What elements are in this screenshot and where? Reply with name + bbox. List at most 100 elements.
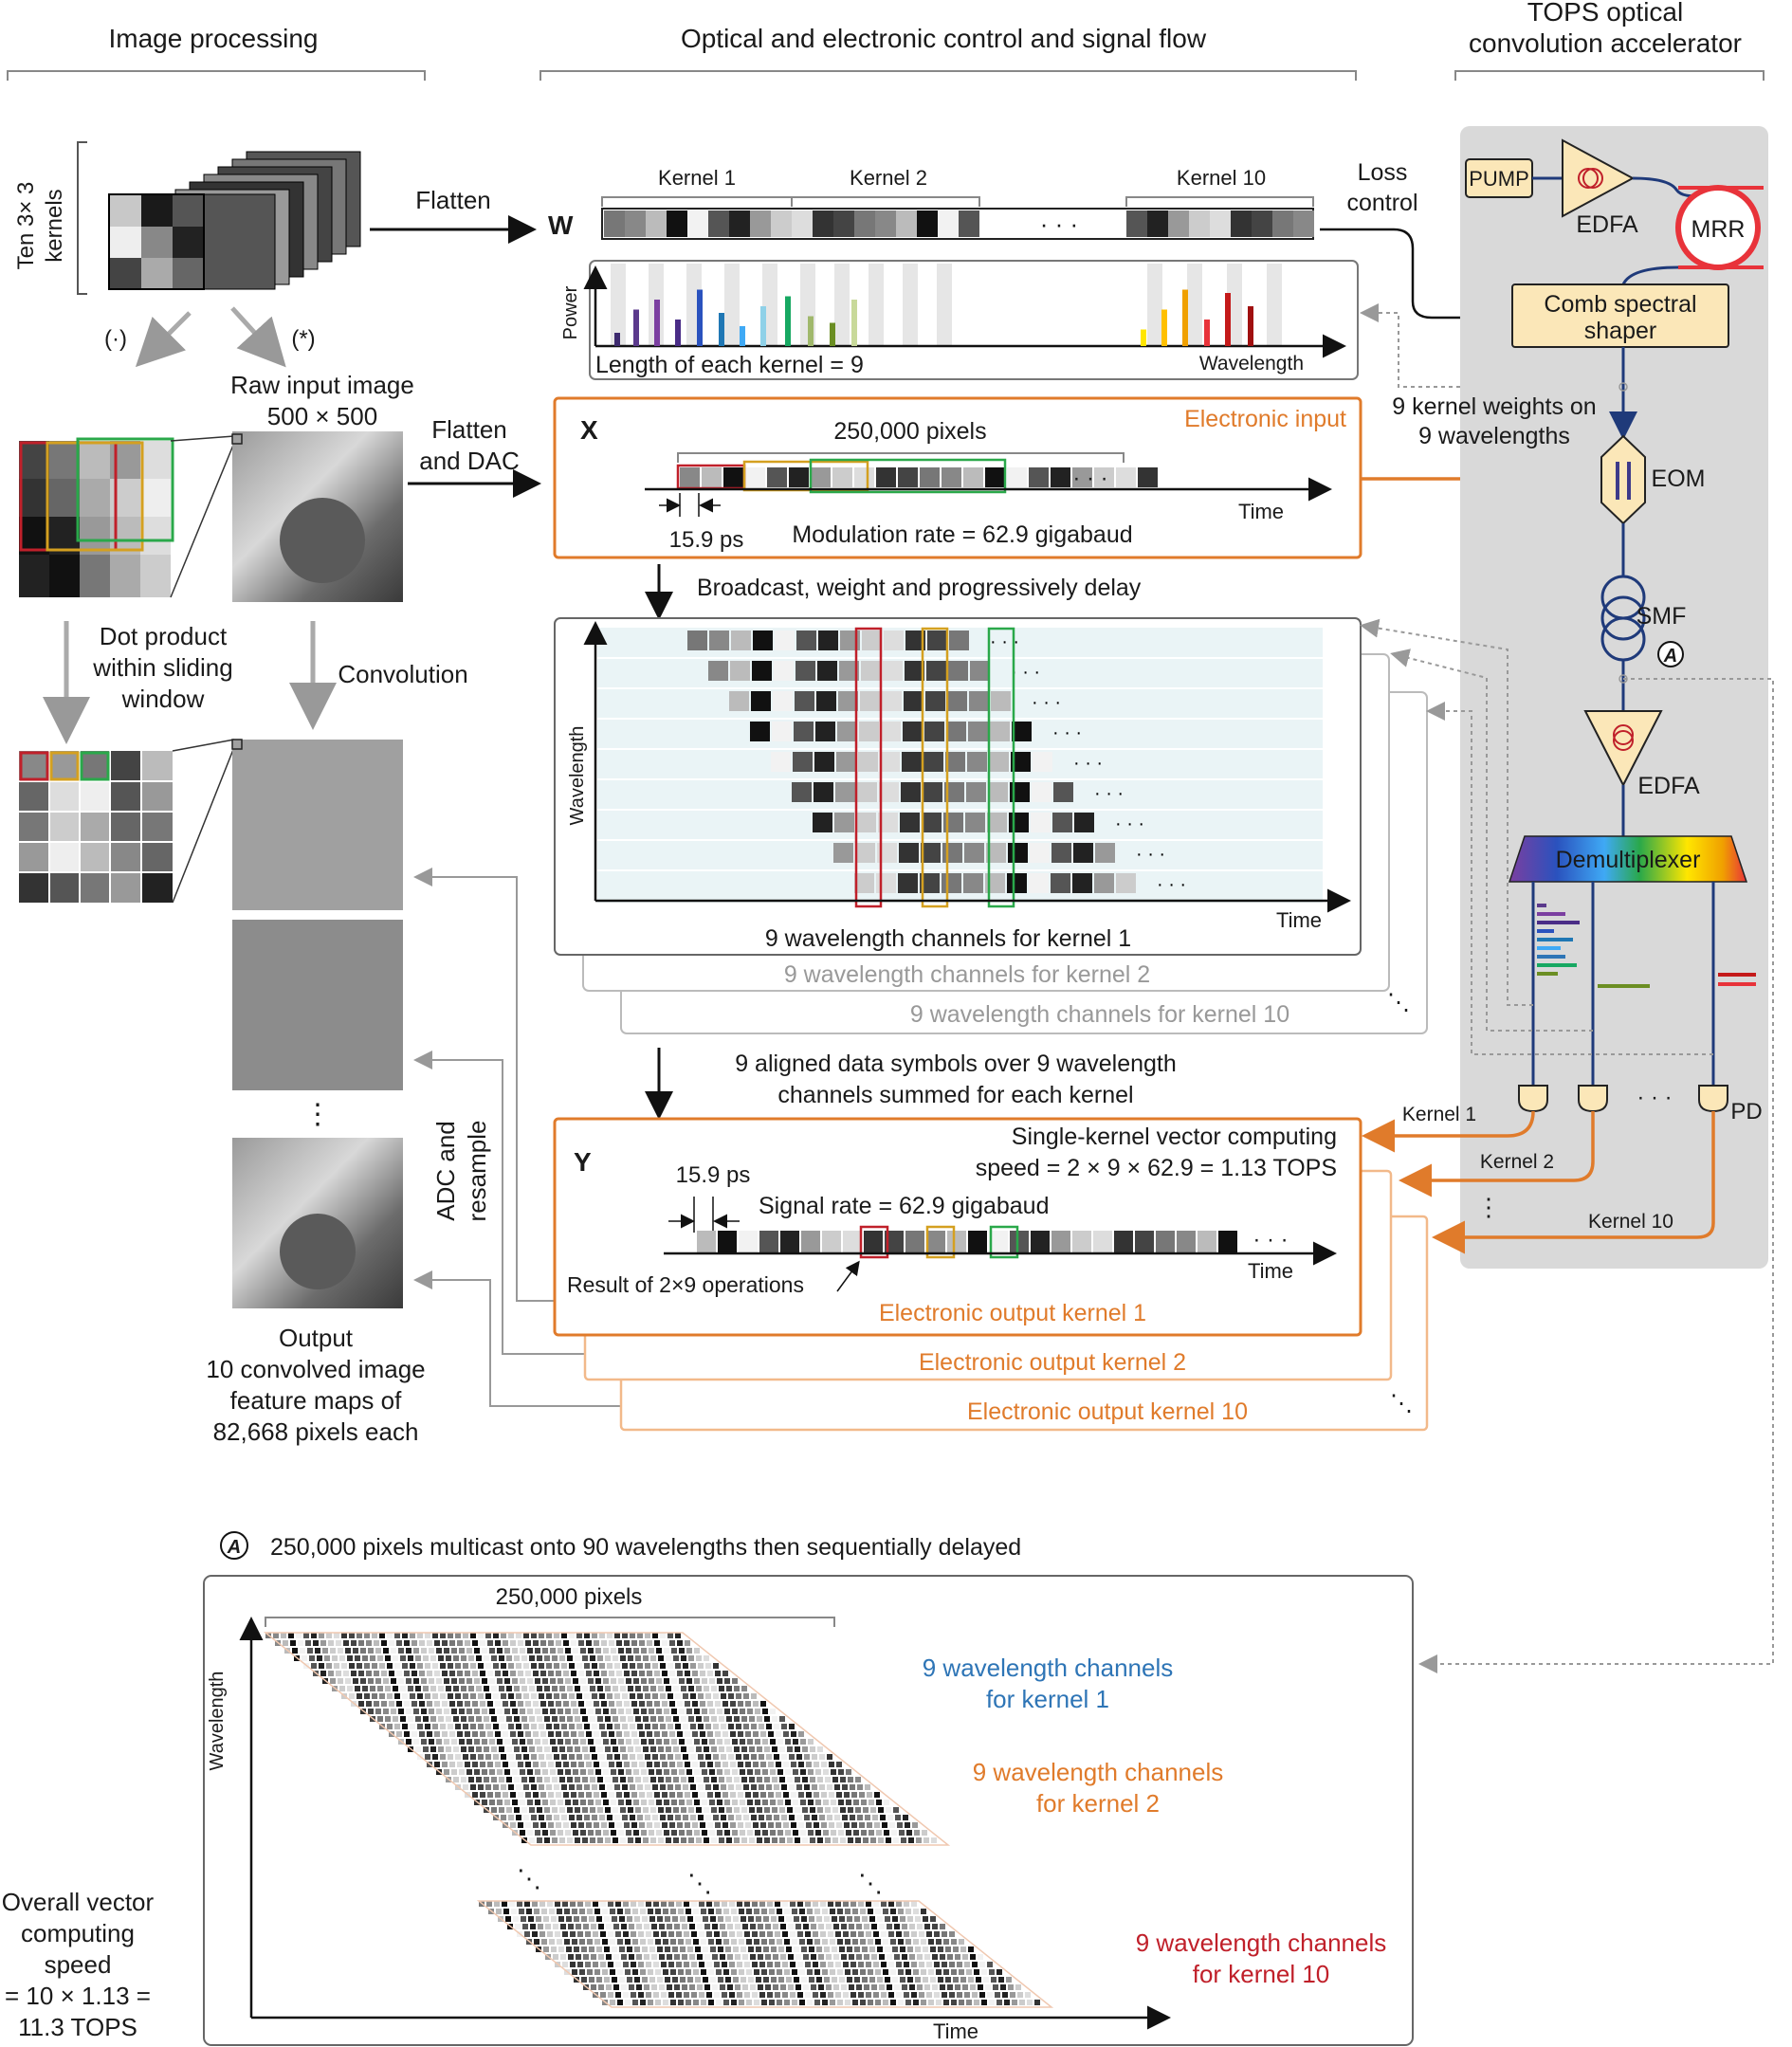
bottom-band-k10	[744, 1931, 750, 1937]
bottom-band-k10	[697, 1924, 703, 1929]
bottom-band-k1	[440, 1754, 446, 1760]
bottom-band-k1	[544, 1746, 550, 1752]
delay-symbol	[1051, 873, 1070, 893]
bottom-band-k1	[667, 1633, 673, 1638]
bottom-band-k1	[647, 1731, 652, 1737]
bottom-band-k1	[554, 1724, 559, 1729]
delay-symbol	[927, 631, 947, 650]
delay-symbol	[948, 661, 968, 681]
bottom-k10-1: 9 wavelength channels	[1136, 1928, 1387, 1957]
bottom-band-k1	[658, 1716, 664, 1722]
bottom-band-k10	[699, 1992, 704, 1998]
bottom-band-k1	[485, 1724, 491, 1729]
bottom-band-k1	[559, 1716, 565, 1722]
bottom-band-k1	[565, 1709, 571, 1714]
bottom-band-k1	[364, 1633, 370, 1638]
bottom-band-k1	[643, 1837, 649, 1843]
bottom-band-k10	[716, 1969, 722, 1975]
y-symbol	[885, 1231, 904, 1253]
bottom-band-k10	[926, 1992, 932, 1998]
spectrum-bar	[1248, 306, 1253, 346]
bottom-band-k10	[642, 1916, 648, 1922]
bottom-band-k10	[852, 1969, 858, 1975]
delay-symbol	[773, 691, 793, 711]
bottom-band-k1	[743, 1784, 749, 1790]
bottom-band-k1	[645, 1693, 650, 1699]
bottom-band-k10	[752, 1992, 758, 1998]
bottom-band-k1	[470, 1784, 476, 1790]
bottom-band-k1	[429, 1709, 434, 1714]
bottom-band-k10	[706, 1931, 712, 1937]
bottom-band-k1	[722, 1822, 728, 1828]
bottom-band-k10	[583, 1924, 589, 1929]
bottom-band-k10	[642, 1946, 648, 1952]
bottom-band-k1	[620, 1716, 626, 1722]
bottom-band-k1	[508, 1693, 514, 1699]
bottom-band-k1	[781, 1724, 787, 1729]
bottom-band-k1	[484, 1777, 489, 1782]
bottom-band-k10	[668, 1962, 674, 1967]
bottom-band-k1	[664, 1800, 669, 1805]
bottom-band-k10	[687, 1977, 693, 1983]
bottom-band-k10	[803, 1954, 809, 1960]
bottom-band-k10	[723, 1909, 729, 1914]
bottom-band-k1	[732, 1800, 738, 1805]
bottom-band-k1	[616, 1792, 622, 1798]
y-window-green	[989, 1225, 1019, 1259]
bottom-band-k10	[947, 1984, 953, 1990]
bottom-band-k10	[883, 1909, 888, 1914]
bottom-band-k10	[900, 1916, 905, 1922]
bottom-band-k1	[688, 1746, 694, 1752]
bottom-band-k10	[801, 1946, 807, 1952]
bottom-band-k10	[562, 1901, 568, 1907]
bottom-band-k10	[579, 1909, 585, 1914]
bottom-band-k1	[504, 1648, 510, 1654]
bottom-band-k10	[653, 1992, 659, 1998]
modulation-label: Modulation rate = 62.9 gigabaud	[792, 521, 1132, 548]
bottom-band-k10	[727, 1984, 733, 1990]
bottom-band-k1	[728, 1754, 734, 1760]
spectrum-bar	[697, 289, 703, 346]
bottom-band-k1	[622, 1724, 628, 1729]
bottom-band-k10	[807, 2000, 813, 2005]
bottom-band-k1	[499, 1716, 504, 1722]
bottom-band-k1	[495, 1731, 501, 1737]
bottom-band-k1	[540, 1731, 546, 1737]
bottom-band-k10	[794, 1946, 799, 1952]
delay-symbol	[901, 782, 921, 802]
bottom-band-k1	[637, 1633, 643, 1638]
bottom-band-k1	[654, 1731, 660, 1737]
bottom-band-k10	[938, 1946, 943, 1952]
bottom-band-k10	[589, 1977, 594, 1983]
bottom-band-k10	[714, 1962, 720, 1967]
bottom-band-k1	[474, 1678, 480, 1684]
bottom-band-k1	[628, 1686, 633, 1691]
bottom-band-k1	[374, 1701, 379, 1707]
bottom-band-k1	[607, 1754, 613, 1760]
x-symbol	[702, 467, 722, 487]
bottom-band-k1	[533, 1792, 539, 1798]
bottom-band-k10	[837, 2000, 843, 2005]
bottom-band-k1	[542, 1678, 548, 1684]
bottom-band-k1	[425, 1633, 430, 1638]
spectrum-bar	[851, 300, 857, 346]
bottom-band-k1	[576, 1754, 582, 1760]
bottom-band-k1	[372, 1633, 377, 1638]
bottom-band-k1	[686, 1709, 692, 1714]
bottom-band-k10	[547, 1901, 553, 1907]
bottom-band-k10	[926, 1931, 932, 1937]
bottom-band-k10	[1019, 2000, 1025, 2005]
bottom-band-k1	[586, 1822, 592, 1828]
bottom-band-k1	[578, 1701, 584, 1707]
bottom-band-k10	[634, 1946, 640, 1952]
bottom-band-k10	[682, 1984, 687, 1990]
bottom-band-k10	[758, 1924, 763, 1929]
zoom-line-4	[172, 746, 235, 904]
bottom-band-k1	[787, 1807, 793, 1813]
bottom-band-k10	[792, 1909, 797, 1914]
y-symbol	[739, 1231, 758, 1253]
bottom-band-k1	[389, 1640, 394, 1646]
bottom-band-k1	[779, 1746, 785, 1752]
bottom-band-k10	[949, 1992, 955, 1998]
bottom-band-k10	[905, 1969, 911, 1975]
